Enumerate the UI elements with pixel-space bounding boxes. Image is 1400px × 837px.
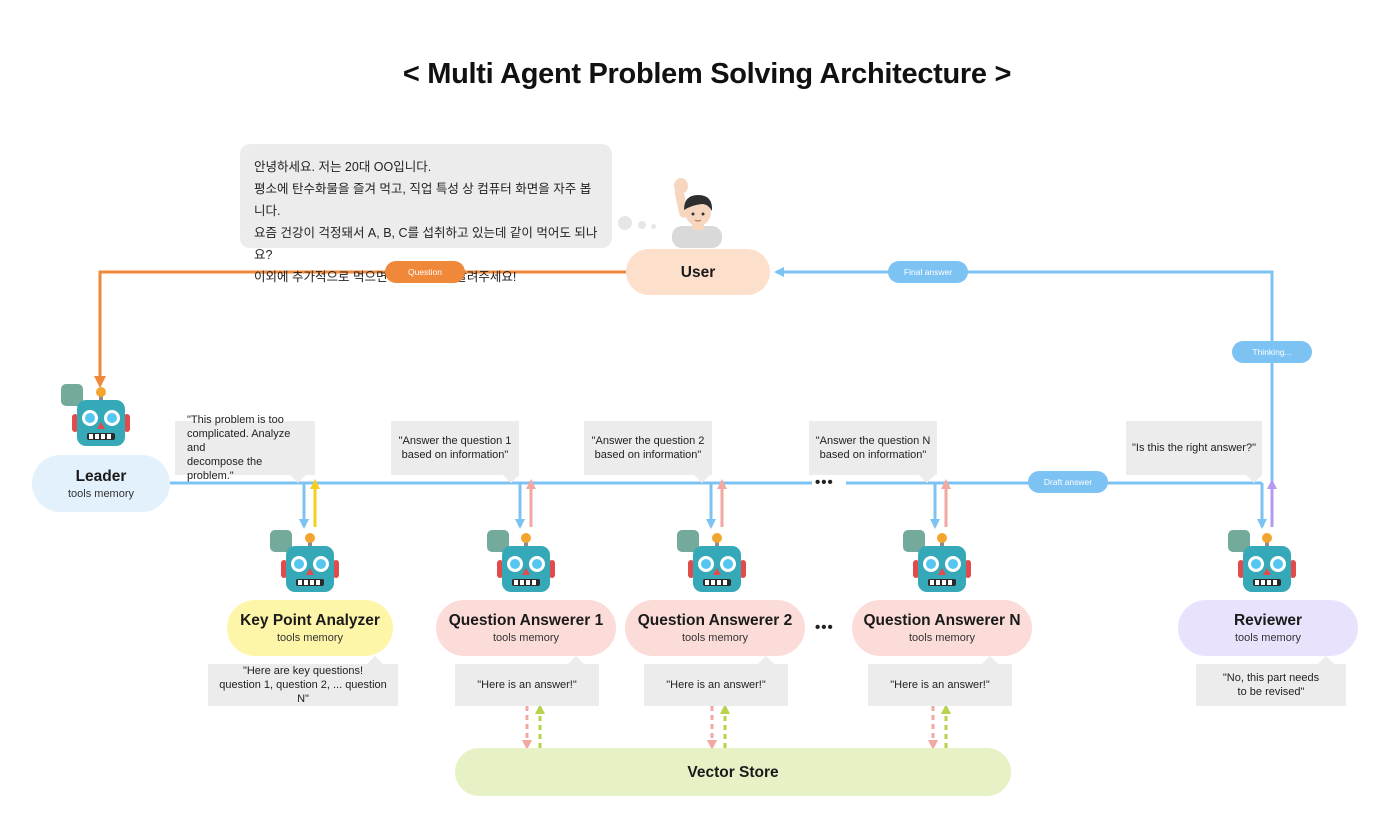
bubble-tail [503,475,519,483]
vector-store-label: Vector Store [687,763,779,781]
more-agents-ellipsis: ••• [815,474,834,491]
bubble-tail [758,656,774,664]
thought-dot [618,216,632,230]
qan-robot-icon [913,533,971,592]
openai-badge-icon [487,530,509,552]
openai-badge-icon [903,530,925,552]
key-point-analyzer-label: Key Point Analyzer [240,612,380,629]
key-point-analyzer-node: Key Point Analyzer tools memory [227,600,393,656]
question-answerer-1-node: Question Answerer 1 tools memory [436,600,616,656]
user-message-line: 안녕하세요. 저는 20대 OO입니다. [254,160,432,174]
key-point-analyzer-sub: tools memory [276,632,344,644]
openai-badge-icon [677,530,699,552]
vector-store-links [522,704,951,750]
leader-robot-icon [72,387,130,446]
qa1-output-bubble: "Here is an answer!" [455,664,599,706]
bubble-tail [919,475,935,483]
bubble-tail [694,475,710,483]
qa2-instruction-bubble: "Answer the question 2 based on informat… [584,421,712,475]
leader-node-label: Leader [75,467,127,485]
reviewer-label: Reviewer [1233,612,1303,629]
reviewer-output-bubble: "No, this part needs to be revised" [1196,664,1346,706]
qan-output-bubble: "Here is an answer!" [868,664,1012,706]
question-answerer-n-label: Question Answerer N [863,612,1021,629]
bubble-tail [1246,475,1262,483]
thought-dot [651,224,656,229]
more-agents-ellipsis: ••• [815,619,834,636]
question-answerer-n-node: Question Answerer N tools memory [852,600,1032,656]
question-answerer-2-label: Question Answerer 2 [637,612,793,629]
question-answerer-n-sub: tools memory [908,632,976,644]
user-message-line: 평소에 탄수화물을 즐겨 먹고, 직업 특성 상 컴퓨터 화면을 자주 봅니다. [254,182,592,218]
edge-label-draft-answer: Draft answer [1028,471,1108,493]
user-message-line: 요즘 건강이 걱정돼서 A, B, C를 섭취하고 있는데 같이 먹어도 되나요… [254,226,598,262]
qa1-robot-icon [497,533,555,592]
reviewer-sub: tools memory [1234,632,1302,644]
edge-user-to-leader [94,270,626,388]
edge-label-final-answer: Final answer [888,261,968,283]
qa2-output-bubble: "Here is an answer!" [644,664,788,706]
bubble-tail [1318,656,1334,664]
key-point-output-bubble: "Here are key questions! question 1, que… [208,664,398,706]
question-answerer-2-sub: tools memory [681,632,749,644]
leader-instruction-bubble: "This problem is too complicated. Analyz… [175,414,315,482]
vector-store-node: Vector Store [455,748,1011,796]
bubble-tail [982,656,998,664]
edge-label-thinking: Thinking... [1232,341,1312,363]
user-node: User [626,249,770,295]
reviewer-question-bubble: "Is this the right answer?" [1126,421,1262,475]
question-answerer-2-node: Question Answerer 2 tools memory [625,600,805,656]
openai-badge-icon [61,384,83,406]
thought-dot [638,221,646,229]
qan-instruction-bubble: "Answer the question N based on informat… [809,421,937,475]
user-node-label: User [680,263,716,281]
reviewer-node: Reviewer tools memory [1178,600,1358,656]
bubble-tail [367,656,383,664]
user-speech-bubble: 안녕하세요. 저는 20대 OO입니다. 평소에 탄수화물을 즐겨 먹고, 직업… [240,144,612,284]
qa1-instruction-bubble: "Answer the question 1 based on informat… [391,421,519,475]
openai-badge-icon [270,530,292,552]
diagram-title: < Multi Agent Problem Solving Architectu… [402,58,1012,90]
bubble-tail [568,656,584,664]
edge-label-question: Question [385,261,465,283]
leader-node: Leader tools memory [32,455,170,512]
question-answerer-1-sub: tools memory [492,632,560,644]
openai-badge-icon [1228,530,1250,552]
reviewer-robot-icon [1238,533,1296,592]
question-answerer-1-label: Question Answerer 1 [448,612,604,629]
user-avatar-icon [672,178,722,248]
bubble-tail [290,475,306,483]
qa2-robot-icon [688,533,746,592]
leader-node-sub: tools memory [67,487,135,500]
key-point-robot-icon [281,533,339,592]
